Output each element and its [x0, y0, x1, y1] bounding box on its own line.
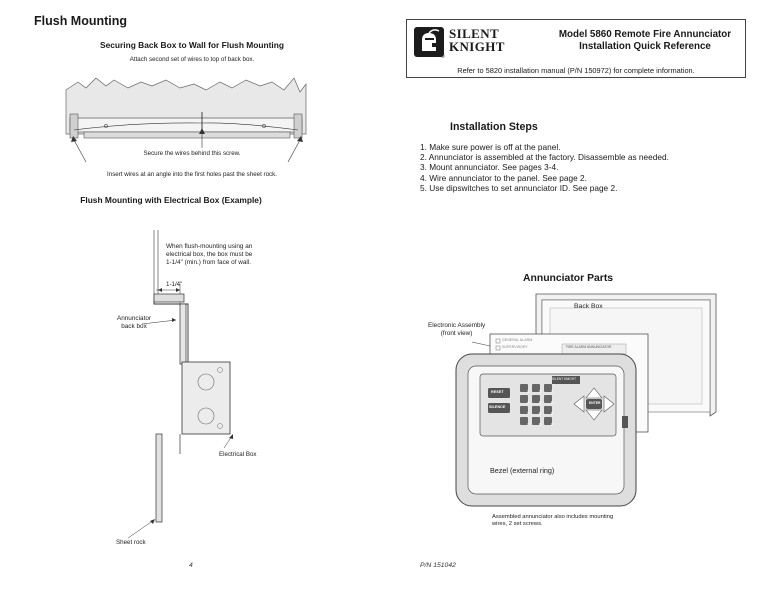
brand-small-text: SILENT KNIGHT: [552, 377, 577, 381]
backbox-flange: [83, 131, 291, 139]
screw-note: Secure the wires behind this screw.: [143, 150, 241, 157]
fire-alarm-annunciator-text: FIRE ALARM ANNUNCIATOR: [566, 345, 612, 349]
list-item: 5. Use dipswitches to set annunciator ID…: [420, 182, 618, 193]
reset-button: [488, 388, 510, 398]
insert-wires-note: Insert wires at an angle into the first …: [107, 171, 277, 178]
reference-header: SILENT KNIGHT ® Model 5860 Remote Fire A…: [406, 19, 746, 78]
sheet-rock-label: Sheet rock: [116, 539, 146, 546]
direction-pad: [573, 387, 615, 421]
installation-steps-list: 1. Make sure power is off at the panel. …: [420, 142, 669, 193]
backbox-diagram: [65, 77, 307, 163]
annunciator-back-box-label: Annunciator back box: [116, 315, 152, 331]
part-number: P/N 151042: [420, 562, 456, 569]
page-title: Flush Mounting: [34, 14, 128, 28]
backbox-diagram-title: Securing Back Box to Wall for Flush Moun…: [100, 40, 284, 50]
installation-steps-title: Installation Steps: [450, 121, 538, 133]
silence-label: SILENCE: [489, 405, 506, 409]
backbox-top-note: Attach second set of wires to top of bac…: [129, 56, 255, 63]
back-box-label: Back Box: [574, 303, 603, 310]
dimension-label: 1-1/4": [166, 281, 183, 288]
supervisory-text: SUPERVISORY: [502, 345, 528, 349]
electrical-box-diagram-title: Flush Mounting with Electrical Box (Exam…: [80, 195, 262, 205]
annunciator-parts-title: Annunciator Parts: [523, 273, 614, 284]
electronic-assembly-label: Electronic Assembly (front view): [428, 322, 486, 338]
model-title: Model 5860 Remote Fire Annunciator Insta…: [558, 29, 732, 52]
electrical-box: [181, 361, 231, 435]
enter-label: ENTER: [589, 401, 601, 405]
numeric-keypad: [520, 384, 552, 425]
electrical-box-label: Electrical Box: [219, 451, 257, 458]
sheet-rock: [155, 433, 163, 523]
knight-helmet-logo-icon: [414, 27, 444, 57]
electrical-box-note: When flush-mounting using an electrical …: [166, 243, 253, 267]
keypad-panel: [479, 373, 617, 437]
reset-label: RESET: [491, 390, 504, 394]
logo-text-knight: KNIGHT: [449, 39, 505, 54]
annunciator-parts-diagram: [455, 293, 717, 507]
list-item: 1. Make sure power is off at the panel.: [420, 142, 561, 152]
bezel-label: Bezel (external ring): [490, 466, 555, 475]
reference-note: Refer to 5820 installation manual (P/N 1…: [457, 66, 695, 75]
parts-footnote: Assembled annunciator also includes moun…: [492, 514, 614, 528]
silence-button: [488, 403, 510, 413]
list-item: 3. Mount annunciator. See pages 3-4.: [420, 162, 559, 173]
list-item: 4. Wire annunciator to the panel. See pa…: [420, 172, 587, 183]
page-number: 4: [189, 562, 193, 569]
mounting-wire: [73, 122, 203, 131]
electrical-box-diagram: [127, 230, 233, 539]
general-alarm-text: GENERAL ALARM: [502, 338, 533, 342]
logo-text-silent: SILENT: [449, 26, 500, 41]
list-item: 2. Annunciator is assembled at the facto…: [420, 152, 669, 163]
registered-mark: ®: [441, 54, 445, 60]
